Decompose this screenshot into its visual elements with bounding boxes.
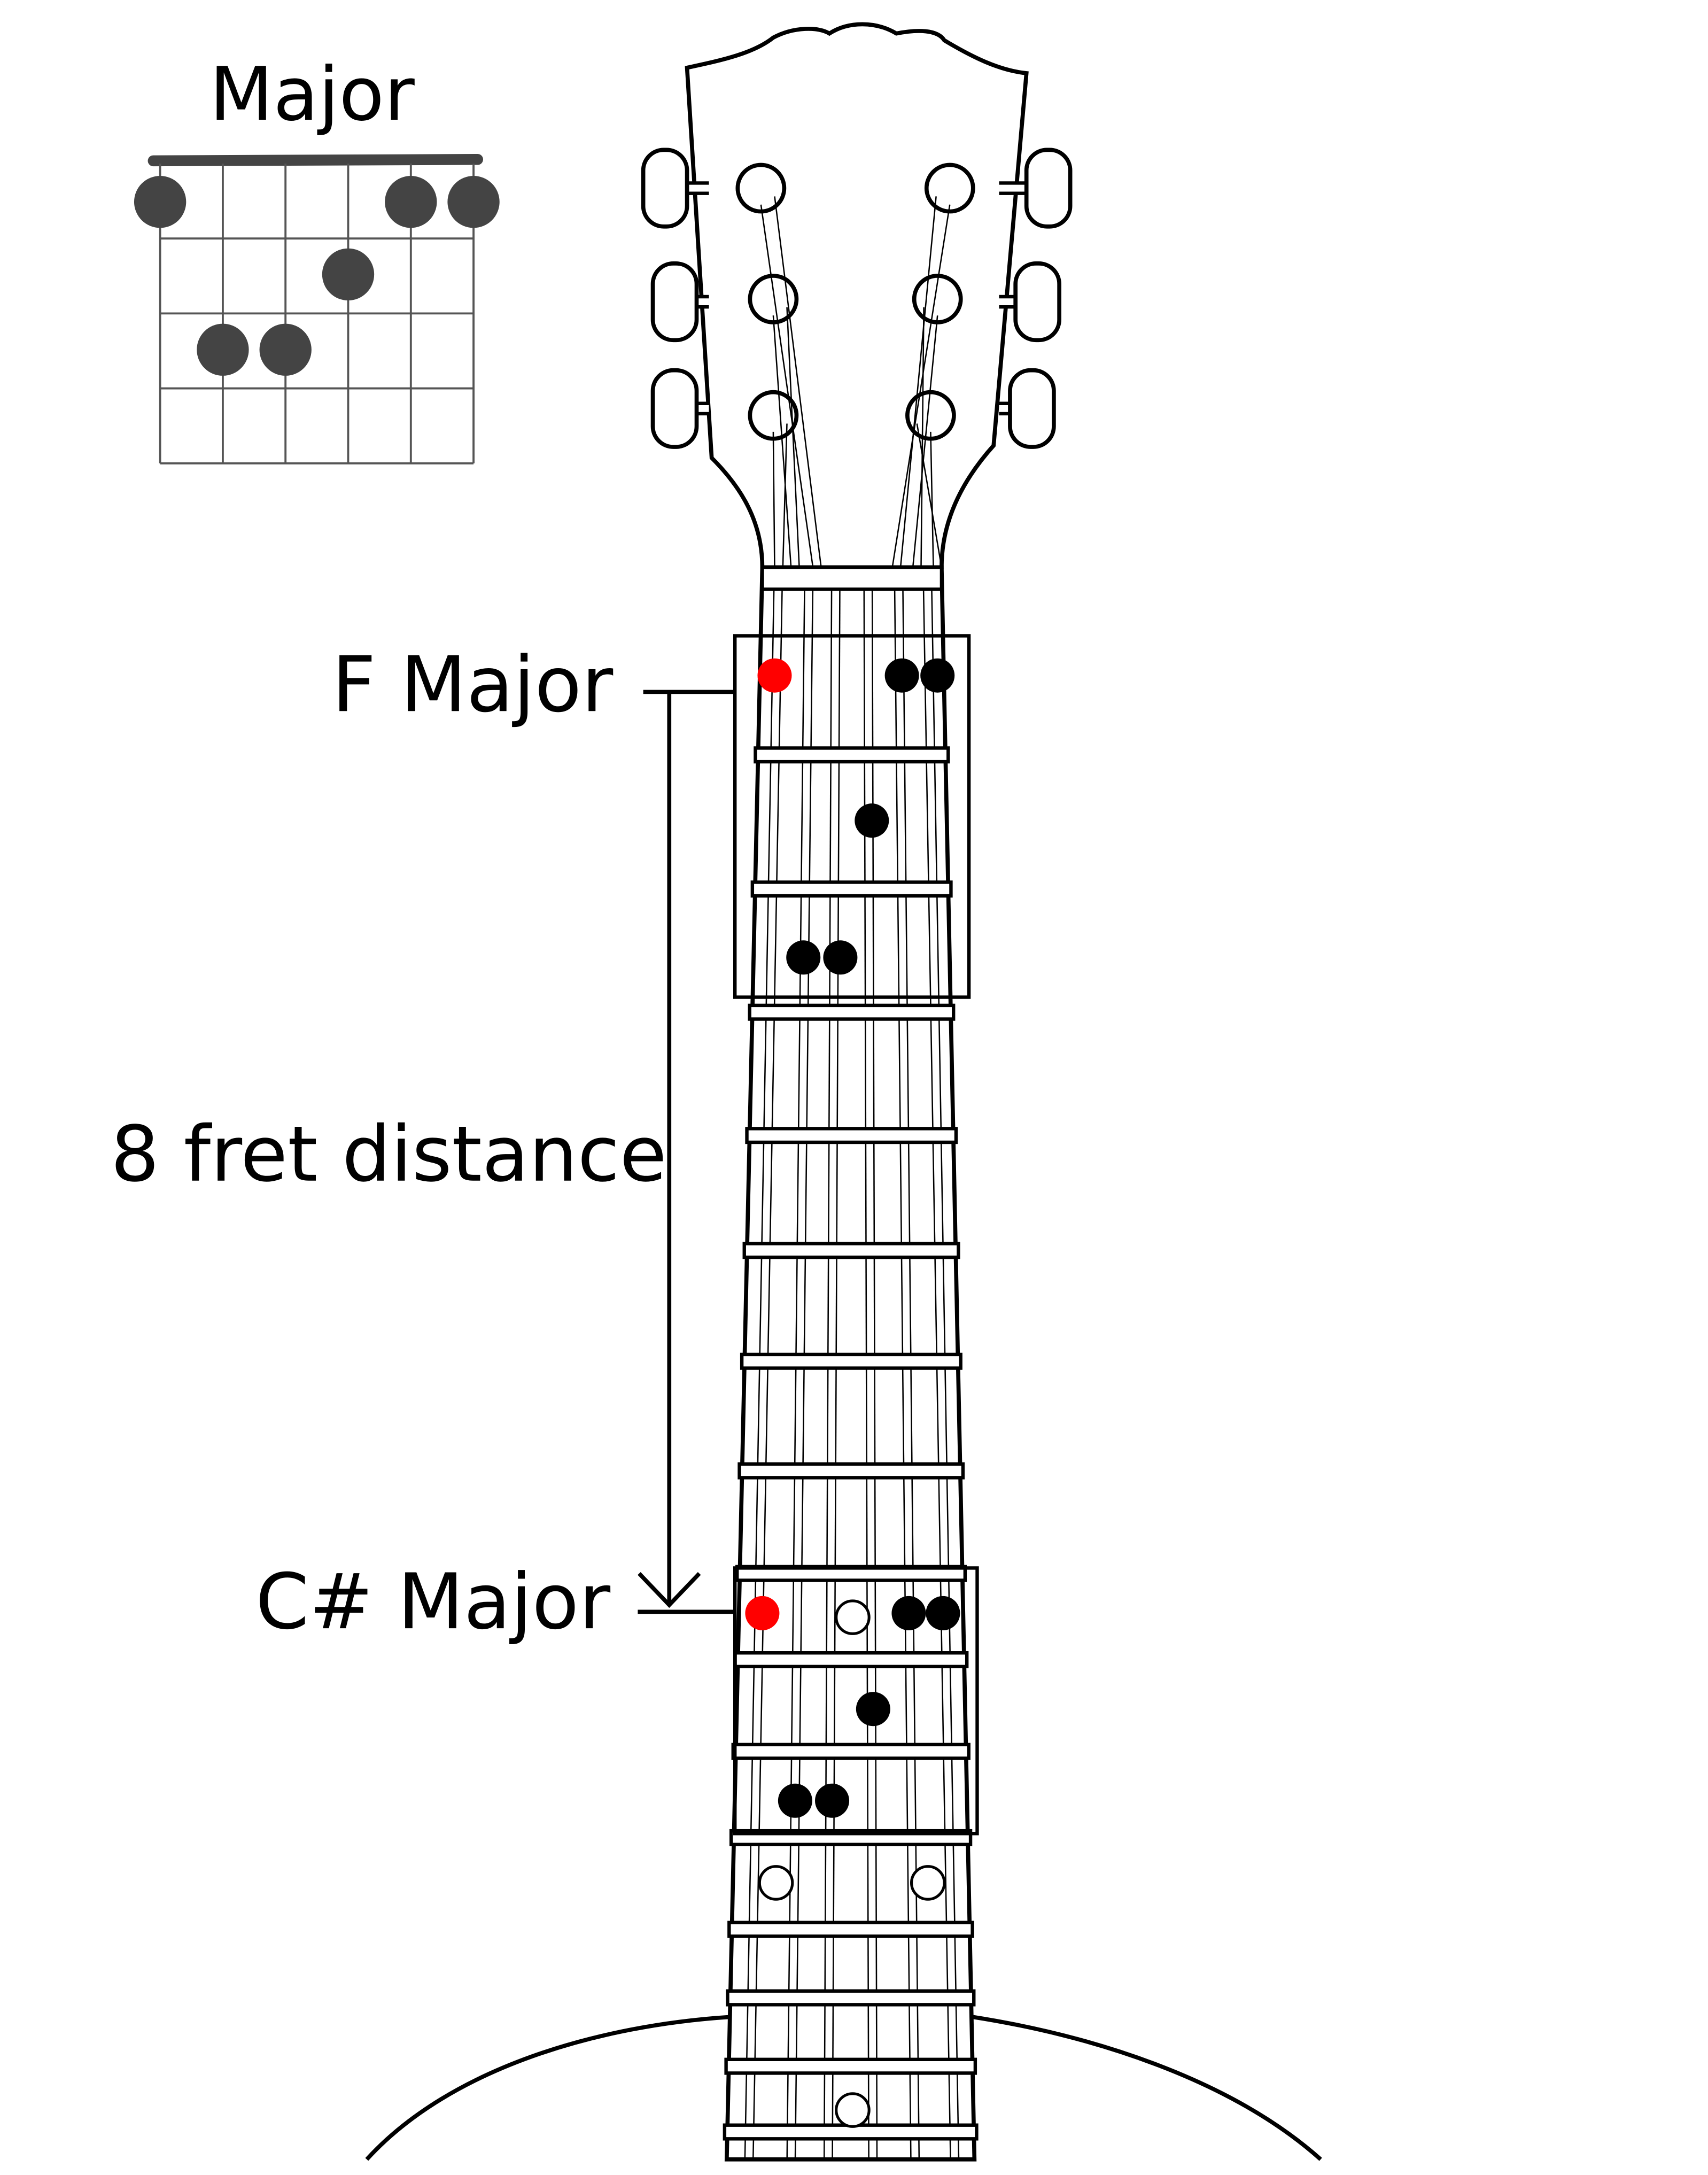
fret-wire [731, 1743, 971, 1760]
headstock-string [772, 431, 775, 568]
tuner-key [1008, 368, 1056, 449]
c-sharp-major-frame [733, 1566, 979, 1836]
c-sharp-major-finger-dot [856, 1692, 890, 1727]
fret-wire [724, 2057, 977, 2075]
headstock-string [912, 315, 938, 568]
fret-wire [748, 1003, 956, 1021]
fret-wire [742, 1242, 960, 1259]
fret-inlay-marker [758, 1865, 794, 1901]
tuning-peg [735, 162, 787, 214]
headstock-string [772, 315, 792, 568]
guitar-body-outline [365, 2015, 1322, 2161]
f-major-finger-dot [920, 658, 955, 693]
major-chord-box: Major [134, 51, 500, 465]
headstock-string [786, 307, 800, 568]
fret-wire [745, 1127, 958, 1144]
fret-wire [727, 1921, 974, 1938]
tuner-key [650, 261, 699, 343]
barre-line [147, 154, 483, 167]
headstock-strings [760, 196, 951, 568]
headstock-string [891, 204, 951, 568]
chord-box-dot [447, 176, 500, 228]
fret-wire [754, 746, 950, 764]
fret-wire [750, 880, 953, 898]
chord-box-dots [134, 176, 500, 376]
headstock-string [760, 204, 814, 568]
distance-arrow [638, 690, 735, 1614]
chord-box-title: Major [209, 51, 415, 137]
headstock-string [899, 196, 937, 568]
fretboard [723, 565, 979, 2162]
f-major-finger-dot [855, 803, 889, 838]
headstock-string [774, 196, 822, 568]
fret-inlay-marker [910, 1865, 946, 1901]
chord-box-dot [322, 248, 375, 301]
fret-wire [737, 1462, 965, 1480]
c-sharp-major-label: C# Major [255, 1557, 610, 1646]
headstock-string [930, 431, 934, 568]
c-sharp-major-finger-dot [926, 1596, 960, 1630]
chord-box-dot [259, 323, 312, 376]
tuner-key [650, 368, 699, 449]
fret-wire [726, 1989, 976, 2007]
chord-box-dot [385, 176, 437, 228]
fret-wire [733, 1651, 969, 1669]
f-major-root-dot [757, 658, 792, 693]
tuning-pegs [641, 148, 1073, 449]
f-major-finger-dot [884, 658, 919, 693]
chord-shape-dots [745, 658, 960, 1818]
c-sharp-major-finger-dot [778, 1783, 812, 1818]
f-major-finger-dot [823, 940, 858, 975]
fret-inlay-marker [835, 2092, 871, 2128]
fret-wire [740, 1352, 962, 1370]
tuning-peg [748, 390, 799, 441]
c-sharp-major-root-dot [745, 1596, 780, 1630]
tuner-key [1013, 261, 1061, 343]
f-major-label: F Major [332, 640, 613, 729]
nut [760, 566, 944, 591]
fret-inlay-marker [835, 1599, 871, 1635]
headstock-outline [685, 22, 1029, 570]
chord-box-dot [134, 176, 187, 228]
f-major-frame [733, 634, 971, 999]
f-major-finger-dot [786, 940, 821, 975]
tuner-key [641, 148, 689, 229]
c-sharp-major-finger-dot [891, 1596, 926, 1630]
headstock-string [782, 423, 788, 568]
tuning-peg [924, 162, 975, 214]
headstock [641, 22, 1073, 570]
chord-box-dot [197, 323, 249, 376]
tuner-key [1024, 148, 1073, 229]
distance-label: 8 fret distance [111, 1110, 667, 1199]
arrow-head [638, 1572, 701, 1608]
headstock-string [920, 307, 925, 568]
c-sharp-major-finger-dot [815, 1783, 850, 1818]
headstock-string [916, 423, 943, 568]
